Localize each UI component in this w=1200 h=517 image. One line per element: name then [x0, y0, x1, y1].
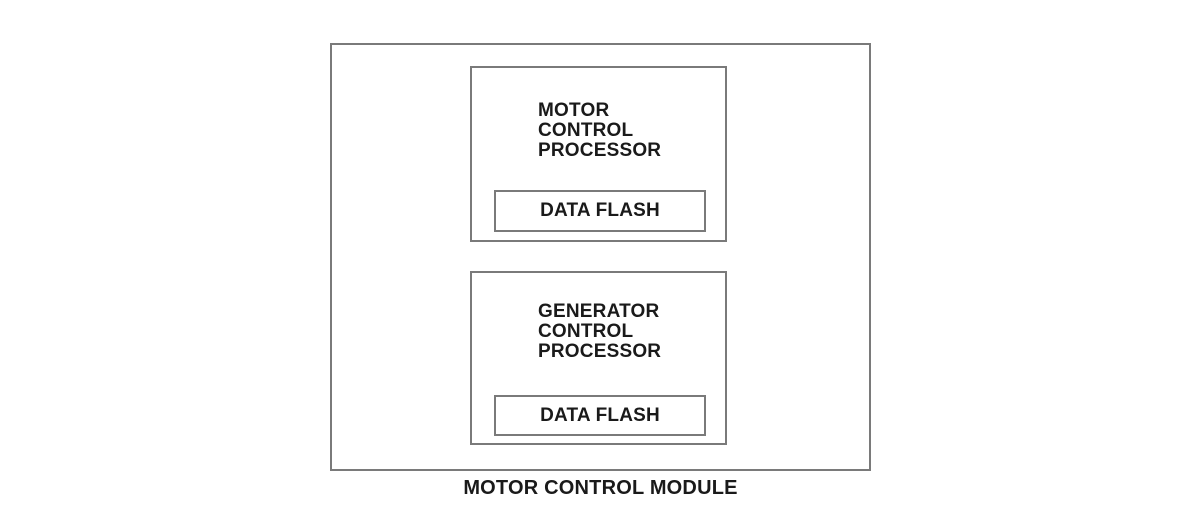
generator-control-processor-box: GENERATOR CONTROL PROCESSOR DATA FLASH	[470, 271, 727, 445]
generator-control-processor-label: GENERATOR CONTROL PROCESSOR	[538, 301, 662, 362]
motor-control-processor-box: MOTOR CONTROL PROCESSOR DATA FLASH	[470, 66, 727, 242]
diagram-caption: MOTOR CONTROL MODULE	[463, 477, 738, 499]
motor-control-processor-label: MOTOR CONTROL PROCESSOR	[538, 100, 662, 161]
motor-control-module-box: MOTOR CONTROL PROCESSOR DATA FLASH GENER…	[330, 43, 871, 471]
generator-data-flash-box: DATA FLASH	[494, 395, 706, 436]
motor-data-flash-label: DATA FLASH	[540, 200, 660, 221]
motor-data-flash-box: DATA FLASH	[494, 190, 706, 232]
generator-data-flash-label: DATA FLASH	[540, 404, 660, 426]
